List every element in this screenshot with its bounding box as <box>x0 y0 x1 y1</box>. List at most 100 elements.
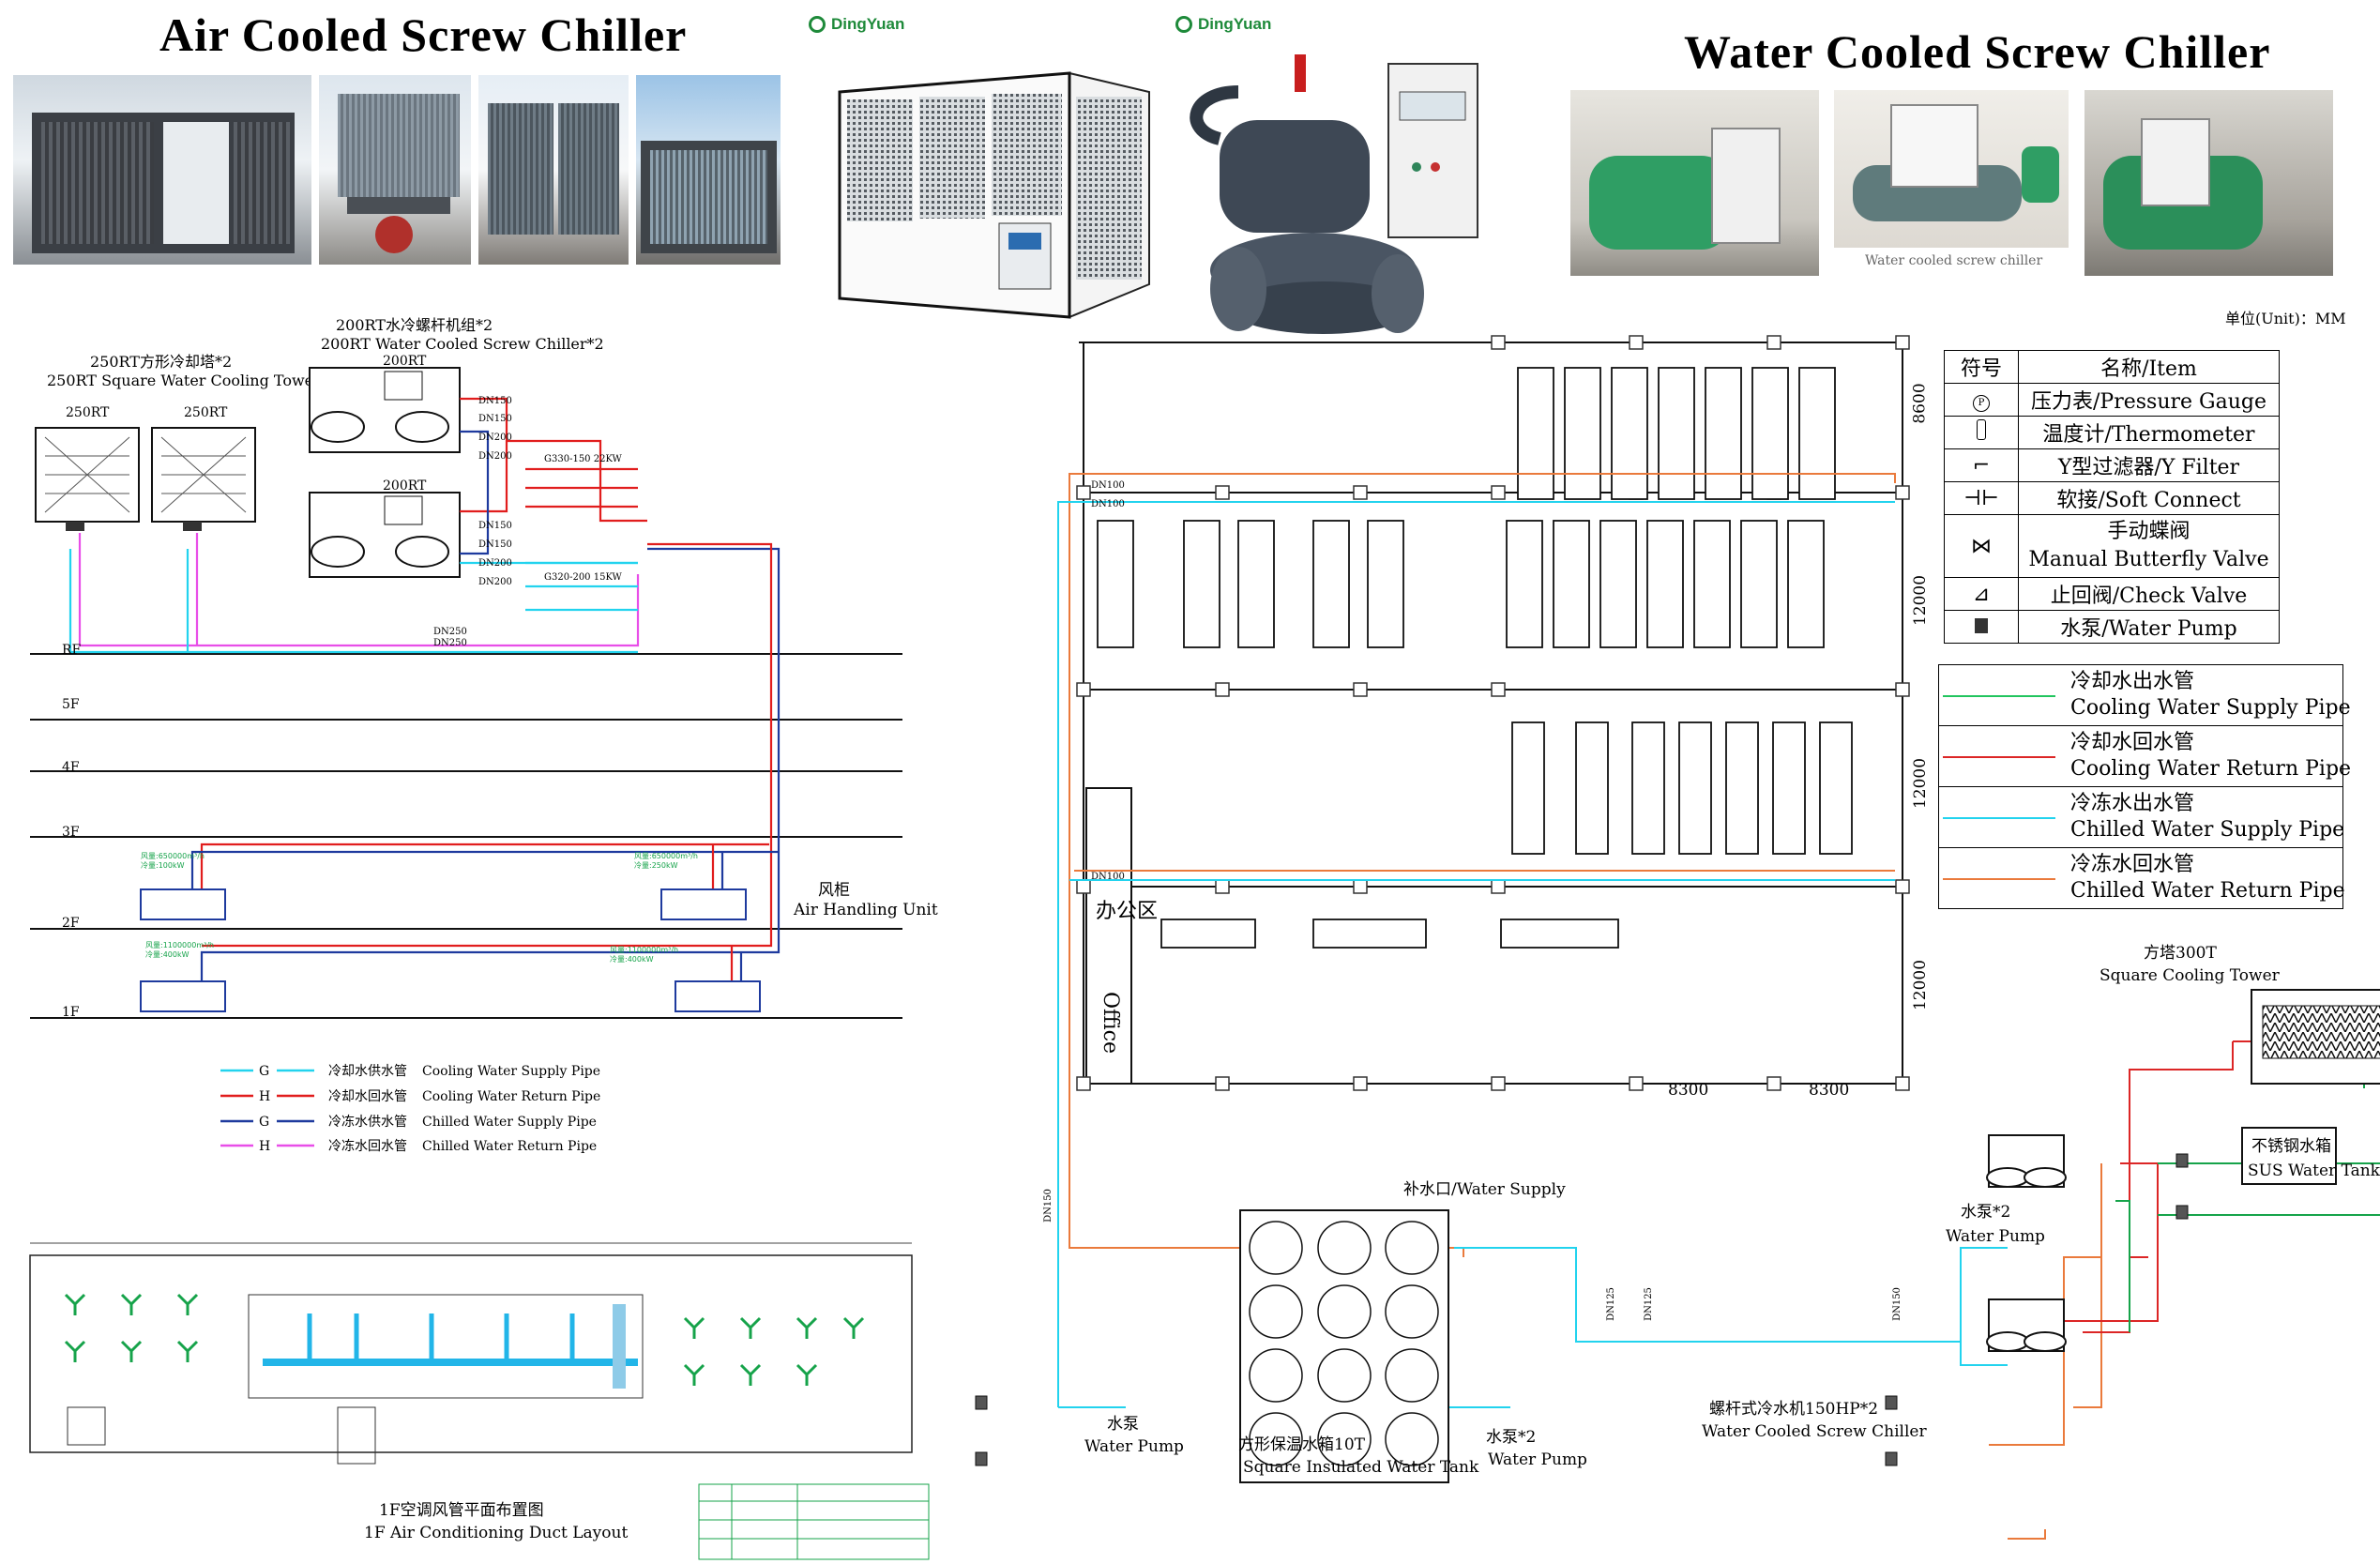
water-chiller-product-photo <box>1182 54 1501 336</box>
brand-name: DingYuan <box>1198 15 1272 33</box>
legend-item-text-two-line: 手动蝶阀 Manual Butterfly Valve <box>2018 514 2280 578</box>
dn-label-right: DN100 <box>1091 480 1125 491</box>
pump-mid-cn: 水泵*2 <box>1486 1428 1537 1447</box>
dn-label-right: DN150 <box>1042 1189 1054 1222</box>
left-legend-lines <box>220 1069 314 1147</box>
water-cooled-screw-chiller-1 <box>1986 1134 2067 1188</box>
duct-legend-box <box>698 1483 930 1560</box>
pipe-legend-cn: 冷却水出水管 <box>2070 670 2195 693</box>
pump-left-cn: 水泵 <box>1107 1415 1139 1434</box>
water-pumps <box>975 1153 2189 1466</box>
symbol-legend-table: 符号 名称/Item P 压力表/Pressure Gauge 温度计/Ther… <box>1944 350 2280 644</box>
water-supply-label: 补水口/Water Supply <box>1403 1180 1566 1199</box>
legend-swatch <box>1943 817 2055 819</box>
legend-item-text: 温度计/Thermometer <box>2018 416 2280 449</box>
air-chiller-photo-3 <box>478 75 629 265</box>
photo-caption: Water cooled screw chiller <box>1865 253 2043 268</box>
dn-label: DN200 <box>478 577 512 587</box>
machines <box>1097 367 1853 949</box>
pump-left-en: Water Pump <box>1084 1437 1184 1456</box>
dn-label-right: DN125 <box>1643 1287 1654 1321</box>
legend-swatch <box>1943 756 2055 758</box>
duct-title-en: 1F Air Conditioning Duct Layout <box>364 1524 629 1542</box>
chiller-unit-2 <box>309 492 461 578</box>
pipe-legend-en: Cooling Water Supply Pipe <box>2070 696 2351 720</box>
soft-connect-icon: ⊣⊢ <box>1944 481 2019 515</box>
tower-label-en: Square Cooling Tower <box>2100 966 2280 985</box>
tower-label-2: 250RT <box>184 405 228 420</box>
legend-cn: 冷却水回水管 <box>328 1089 407 1104</box>
water-chiller-photo-1 <box>1570 90 1819 276</box>
dn-label-right: DN150 <box>1891 1287 1902 1321</box>
legend-item-text: 手动蝶阀 <box>2107 520 2191 543</box>
pipe-legend-text: 冷却水出水管 Cooling Water Supply Pipe <box>2070 669 2351 721</box>
dn-label: DN150 <box>478 396 512 406</box>
pipe-legend-en: Chilled Water Return Pipe <box>2070 879 2345 903</box>
pipe-legend-text: 冷却水回水管 Cooling Water Return Pipe <box>2070 730 2351 782</box>
legend-item-text: Y型过滤器/Y Filter <box>2018 448 2280 482</box>
pipe-legend-en: Cooling Water Return Pipe <box>2070 757 2352 781</box>
legend-en: Chilled Water Supply Pipe <box>422 1115 597 1130</box>
legend-item-text: 止回阀/Check Valve <box>2018 577 2280 611</box>
floor-label-2f: 2F <box>62 916 80 931</box>
dn-label-right: DN100 <box>1091 499 1125 509</box>
legend-en: Cooling Water Supply Pipe <box>422 1064 601 1079</box>
floor-label-4f: 4F <box>62 760 80 775</box>
water-cooled-title: Water Cooled Screw Chiller <box>1684 25 2271 78</box>
chiller-label-2: 200RT <box>383 478 427 493</box>
tower-title-en: 250RT Square Water Cooling Tower*2 <box>47 372 338 389</box>
svg-text:冷量:100kW: 冷量:100kW <box>141 860 185 870</box>
tower-label-1: 250RT <box>66 405 110 420</box>
pipe-legend-row: 冷却水出水管 Cooling Water Supply Pipe <box>1939 665 2351 726</box>
pump-right-en: Water Pump <box>1946 1227 2045 1246</box>
office-label-cn: 办公区 <box>1096 900 1159 923</box>
chiller-title-cn: 200RT水冷螺杆机组*2 <box>336 316 493 334</box>
chiller-title-en: 200RT Water Cooled Screw Chiller*2 <box>321 335 604 353</box>
legend-code: G <box>259 1064 270 1079</box>
water-chiller-product-drawing <box>1190 54 1478 334</box>
dim-label: 8300 <box>1809 1081 1850 1100</box>
tower-label-cn: 方塔300T <box>2144 944 2217 963</box>
floor-lines <box>30 653 902 1019</box>
duct-title-cn: 1F空调风管平面布置图 <box>379 1501 544 1520</box>
y-filter-icon: ⌐ <box>1944 448 2019 482</box>
legend-item-text: Manual Butterfly Valve <box>2028 548 2269 571</box>
left-system-diagram: 风量:650000m³/h冷量:100kW 风量:650000m³/h冷量:25… <box>29 367 930 1560</box>
brand-leaf-icon <box>809 16 826 33</box>
air-chiller-product-photo <box>830 54 1159 322</box>
dim-label: 8300 <box>1668 1081 1709 1100</box>
tank-label-en: Square Insulated Water Tank <box>1243 1458 1479 1477</box>
pump-mid-en: Water Pump <box>1488 1450 1587 1469</box>
office-label-en: Office <box>1099 991 1123 1055</box>
dn-label: DN150 <box>478 539 512 550</box>
legend-en: Chilled Water Return Pipe <box>422 1139 598 1154</box>
svg-text:冷量:250kW: 冷量:250kW <box>634 860 678 870</box>
dn-label: DN150 <box>478 521 512 531</box>
svg-text:风量:1100000m³/h: 风量:1100000m³/h <box>610 946 678 954</box>
air-chiller-product-drawing <box>838 71 1150 319</box>
water-chiller-photo-2 <box>1834 90 2069 248</box>
legend-item-text: 软接/Soft Connect <box>2018 481 2280 515</box>
ahu-label-cn: 风柜 <box>818 881 850 900</box>
ahu-label-en: Air Handling Unit <box>794 901 938 919</box>
dn-label: DN250 <box>433 627 467 637</box>
dn-label: DN200 <box>478 433 512 443</box>
dim-label: 12000 <box>1911 574 1931 627</box>
ahu-units <box>140 888 761 1012</box>
pipe-legend-cn: 冷却水回水管 <box>2070 731 2195 754</box>
chiller-unit-1 <box>309 367 461 453</box>
duct-layout-plan <box>29 1242 913 1465</box>
svg-text:风量:650000m³/h: 风量:650000m³/h <box>634 852 698 860</box>
chiller-label-cn: 螺杆式冷水机150HP*2 <box>1709 1400 1879 1419</box>
water-cooled-screw-chiller-2 <box>1986 1298 2067 1352</box>
pipe-legend-cn: 冷冻水出水管 <box>2070 792 2195 815</box>
water-chiller-photo-3 <box>2084 90 2333 276</box>
square-cooling-tower-300t <box>2251 989 2380 1085</box>
legend-item-text: 水泵/Water Pump <box>2018 610 2280 644</box>
legend-cn: 冷冻水供水管 <box>328 1115 407 1130</box>
floor-label-rf: RF <box>62 643 82 658</box>
